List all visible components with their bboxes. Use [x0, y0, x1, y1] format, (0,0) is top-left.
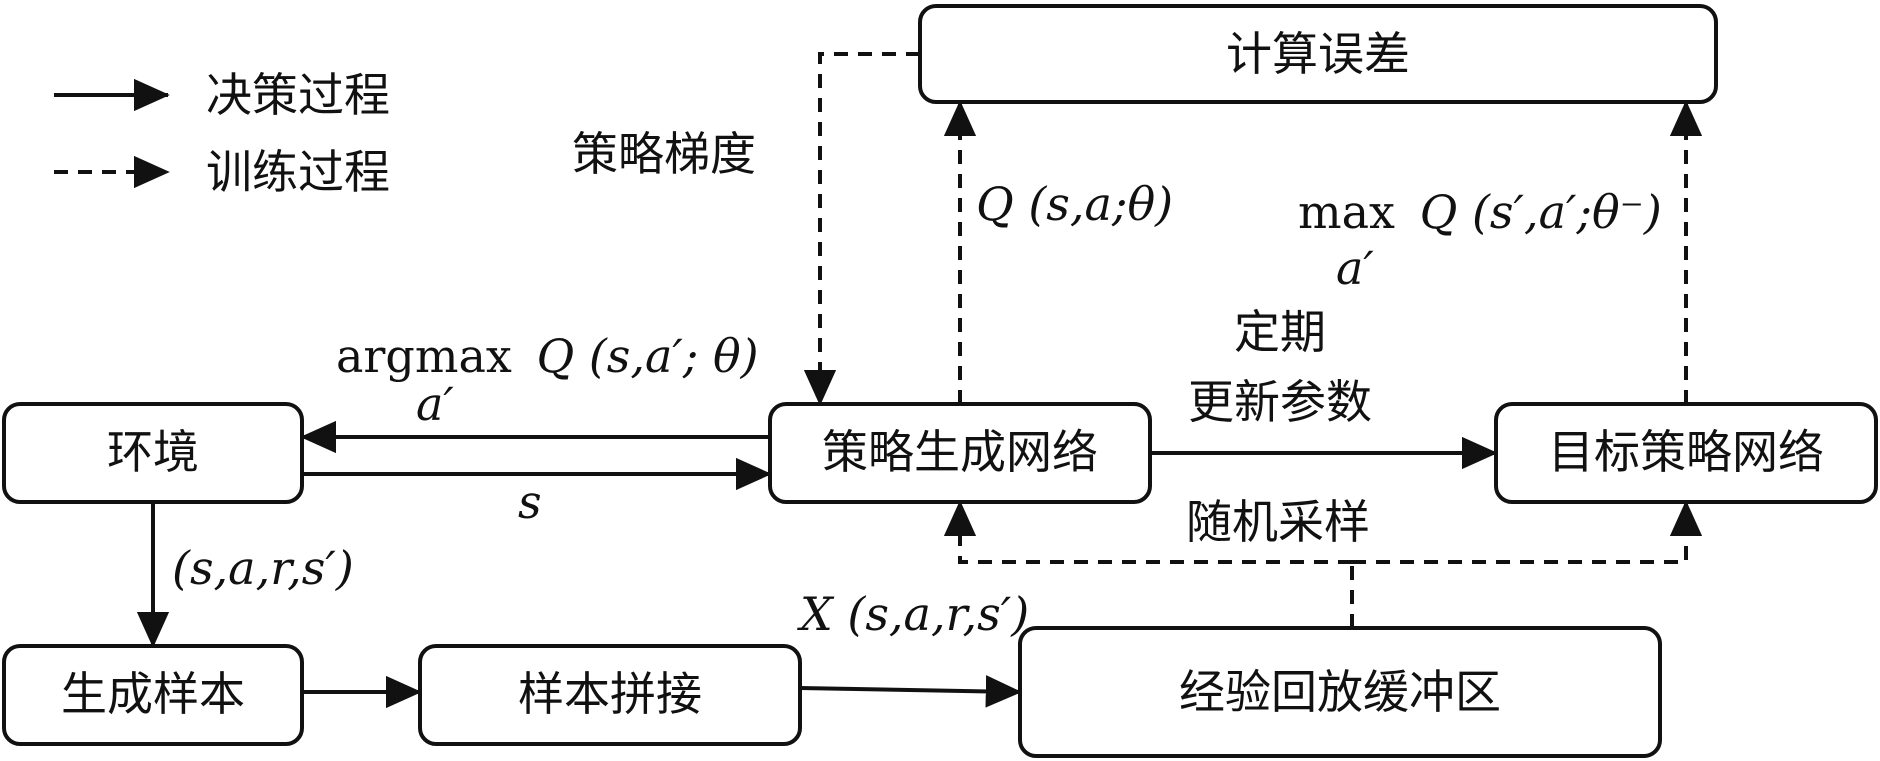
- max-args: (s′,a′;θ⁻): [1472, 185, 1662, 239]
- argmax-formula: argmax Q (s,a′; θ): [336, 329, 759, 383]
- policy-gradient-label: 策略梯度: [572, 127, 756, 181]
- max-q: Q: [1420, 185, 1458, 239]
- target-net-label: 目标策略网络: [1548, 425, 1824, 479]
- sample-concat-label: 样本拼接: [518, 667, 702, 721]
- sample-concat-node: 样本拼接: [418, 644, 802, 746]
- arrow-concat-to-buffer: [799, 675, 1022, 708]
- max-word: max: [1298, 185, 1395, 239]
- env-label: 环境: [107, 425, 199, 479]
- target-net-node: 目标策略网络: [1494, 402, 1878, 504]
- periodic-label-line1: 定期: [1234, 305, 1326, 359]
- x-tuple-args: (s,a,r,s′): [847, 587, 1029, 641]
- policy-net-label: 策略生成网络: [822, 425, 1098, 479]
- compute-error-label: 计算误差: [1226, 27, 1410, 81]
- argmax-subscript: a′: [416, 377, 454, 431]
- argmax-word: argmax: [336, 329, 512, 383]
- arrow-error-to-policy-gradient: [803, 52, 920, 406]
- arrow-sampling-to-policy: [943, 500, 1352, 564]
- random-sampling-label: 随机采样: [1186, 495, 1370, 549]
- arrow-sampling-to-target: [1352, 500, 1703, 564]
- q-args: (s,a;θ): [1028, 177, 1173, 231]
- legend-training-label: 训练过程: [206, 145, 390, 199]
- state-s-label: s: [518, 475, 542, 529]
- env-node: 环境: [2, 402, 304, 504]
- gen-sample-node: 生成样本: [2, 644, 304, 746]
- replay-buffer-label: 经验回放缓冲区: [1179, 665, 1501, 719]
- x-tuple-label: X (s,a,r,s′): [797, 587, 1029, 641]
- q-formula: Q (s,a;θ): [976, 177, 1173, 231]
- max-formula: max Q (s′,a′;θ⁻): [1298, 185, 1662, 239]
- argmax-q: Q: [536, 329, 574, 383]
- max-subscript: a′: [1336, 241, 1374, 295]
- x-tuple-x: X: [797, 587, 835, 641]
- legend-decision-label: 决策过程: [206, 68, 390, 122]
- periodic-label-line2: 更新参数: [1188, 375, 1372, 429]
- env-tuple-label: (s,a,r,s′): [172, 541, 354, 595]
- q-letter: Q: [976, 177, 1014, 231]
- argmax-args: (s,a′; θ): [589, 329, 759, 383]
- gen-sample-label: 生成样本: [61, 667, 245, 721]
- compute-error-node: 计算误差: [918, 4, 1718, 104]
- legend: 决策过程 训练过程: [54, 68, 390, 199]
- policy-net-node: 策略生成网络: [768, 402, 1152, 504]
- replay-buffer-node: 经验回放缓冲区: [1018, 626, 1662, 758]
